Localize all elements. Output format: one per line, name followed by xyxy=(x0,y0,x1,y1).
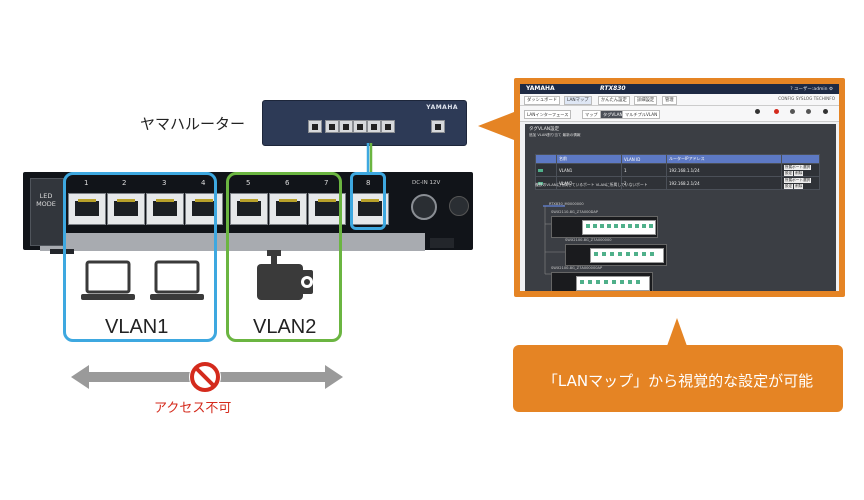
gui-model: RTX830 xyxy=(600,85,626,92)
tab-admin[interactable]: 管理 xyxy=(662,96,677,105)
router-port xyxy=(367,120,381,133)
switch-foot xyxy=(50,249,74,254)
gui-right-links[interactable]: CONFIG SYSLOG TECHINFO xyxy=(778,96,835,101)
map-legend: 複数のVLANに所属しているポート VLANに所属していないポート xyxy=(535,182,648,187)
prohibited-icon xyxy=(189,361,221,393)
map-switch[interactable] xyxy=(551,272,653,291)
router-port xyxy=(381,120,395,133)
switch-port xyxy=(351,193,389,225)
tab-easy-setup[interactable]: かんたん設定 xyxy=(598,96,630,105)
section-actions[interactable]: 追加 VLAN割り当て 最新の情報 xyxy=(529,133,581,137)
no-access-label: アクセス不可 xyxy=(154,401,232,416)
switch-port xyxy=(146,193,184,225)
callout-text: 「LANマップ」から視覚的な設定が可能 xyxy=(542,372,814,390)
port-number: 6 xyxy=(285,179,290,187)
switch-port xyxy=(68,193,106,225)
table-row[interactable]: VLAN1 1 192.168.1.1/24 所属ポート選択設定削除 xyxy=(535,163,820,177)
row-buttons: 所属ポート選択設定削除 xyxy=(781,163,820,177)
delete-button[interactable]: 削除 xyxy=(794,184,804,189)
router-port xyxy=(339,120,353,133)
yamaha-router: YAMAHA xyxy=(262,100,467,146)
row-buttons: 所属ポート選択設定削除 xyxy=(781,176,820,190)
switch-port xyxy=(107,193,145,225)
vlan1-group xyxy=(63,172,217,342)
tab-dashboard[interactable]: ダッシュボード xyxy=(524,96,561,105)
tab-multiple-vlan[interactable]: マルチプルVLAN xyxy=(622,110,661,119)
gui-content: タグVLAN設定 追加 VLAN割り当て 最新の情報 名前 VLAN ID ルー… xyxy=(525,124,836,291)
vlan2-group xyxy=(226,172,342,342)
map-switch-ports xyxy=(582,220,656,235)
led-mode-panel xyxy=(30,178,64,246)
port-number: 4 xyxy=(201,179,206,187)
port-number: 8 xyxy=(366,179,371,187)
alert-icon[interactable] xyxy=(774,109,779,114)
router-brand: YAMAHA xyxy=(426,104,458,111)
callout-box xyxy=(513,345,843,412)
table-row[interactable]: VLAN2 2 192.168.2.1/24 所属ポート選択設定削除 xyxy=(535,176,820,190)
row-name: VLAN2 xyxy=(556,176,622,190)
row-ip: 192.168.2.1/24 xyxy=(666,176,782,190)
callout-tail xyxy=(667,318,687,346)
map-node-switch[interactable]: SWX2100-8G_Z7A000000 xyxy=(565,238,612,242)
router-port xyxy=(353,120,367,133)
laptop-icon xyxy=(150,260,204,300)
port-number: 7 xyxy=(324,179,329,187)
edit-button[interactable]: 設定 xyxy=(784,171,794,176)
tab-map[interactable]: マップ xyxy=(582,110,601,119)
row-icon xyxy=(535,176,557,190)
row-id: 1 xyxy=(621,163,667,177)
lan-map-screenshot: YAMAHA RTX830 ? ユーザー:admin ⚙ ダッシュボード LAN… xyxy=(514,78,845,297)
switch-foot xyxy=(430,238,454,248)
gui-brand: YAMAHA xyxy=(526,85,555,92)
map-node-switch[interactable]: SWX2110-8G_Z7A000DAP xyxy=(551,210,599,214)
map-switch-ports xyxy=(590,248,664,263)
laptop-icon xyxy=(81,260,135,300)
map-switch[interactable] xyxy=(551,216,658,238)
select-ports-button[interactable]: 所属ポート選択 xyxy=(784,178,812,183)
delete-button[interactable]: 削除 xyxy=(794,171,804,176)
vlan1-label: VLAN1 xyxy=(105,316,169,338)
switch-front-plate xyxy=(40,233,425,251)
security-camera-icon xyxy=(257,250,313,300)
router-port xyxy=(325,120,339,133)
port-number: 5 xyxy=(246,179,251,187)
router-label: ヤマハルーター xyxy=(140,115,246,133)
gui-header: YAMAHA RTX830 ? ユーザー:admin ⚙ xyxy=(520,84,839,94)
settings-icon[interactable] xyxy=(823,109,828,114)
tab-lan-map[interactable]: LANマップ xyxy=(564,96,592,105)
dc-knob xyxy=(449,196,469,216)
port-number: 1 xyxy=(84,179,89,187)
port-number: 2 xyxy=(122,179,127,187)
gui-toolbar: LANインターフェース マップ タグVLAN マルチプルVLAN xyxy=(520,106,839,122)
edit-button[interactable]: 設定 xyxy=(784,184,794,189)
uplink-port-highlight xyxy=(350,172,386,230)
map-switch[interactable] xyxy=(565,244,667,266)
vlan-table: 名前 VLAN ID ルーターIPアドレス VLAN1 1 192.168.1.… xyxy=(535,154,820,190)
router-port xyxy=(308,120,322,133)
list-icon[interactable] xyxy=(806,109,811,114)
select-ports-button[interactable]: 所属ポート選択 xyxy=(784,165,812,170)
router-port xyxy=(431,120,445,133)
led-mode-label: LED MODE xyxy=(36,192,56,208)
map-node-switch[interactable]: SWX2100-8G_Z7A000000AP xyxy=(551,266,603,270)
callout-pointer xyxy=(478,112,514,140)
dc-power-jack xyxy=(411,194,437,220)
tab-advanced[interactable]: 詳細設定 xyxy=(634,96,658,105)
section-title: タグVLAN設定 xyxy=(529,127,560,132)
gui-user-menu[interactable]: ? ユーザー:admin ⚙ xyxy=(790,86,833,92)
gui-tab-bar: ダッシュボード LANマップ かんたん設定 詳細設定 管理 CONFIG SYS… xyxy=(520,94,839,106)
dc-in-label: DC-IN 12V xyxy=(412,180,441,186)
vlan2-label: VLAN2 xyxy=(253,316,317,338)
uplink-cable xyxy=(366,143,373,175)
switch-port xyxy=(230,193,268,225)
lan-interface-select[interactable]: LANインターフェース xyxy=(524,110,572,119)
map-node-router[interactable]: RTX830_M0000000 xyxy=(549,202,584,206)
snapshot-icon[interactable] xyxy=(755,109,760,114)
map-switch-ports xyxy=(576,276,650,291)
row-ip: 192.168.1.1/24 xyxy=(666,163,782,177)
port-number: 3 xyxy=(162,179,167,187)
switch-port xyxy=(269,193,307,225)
refresh-icon[interactable] xyxy=(790,109,795,114)
